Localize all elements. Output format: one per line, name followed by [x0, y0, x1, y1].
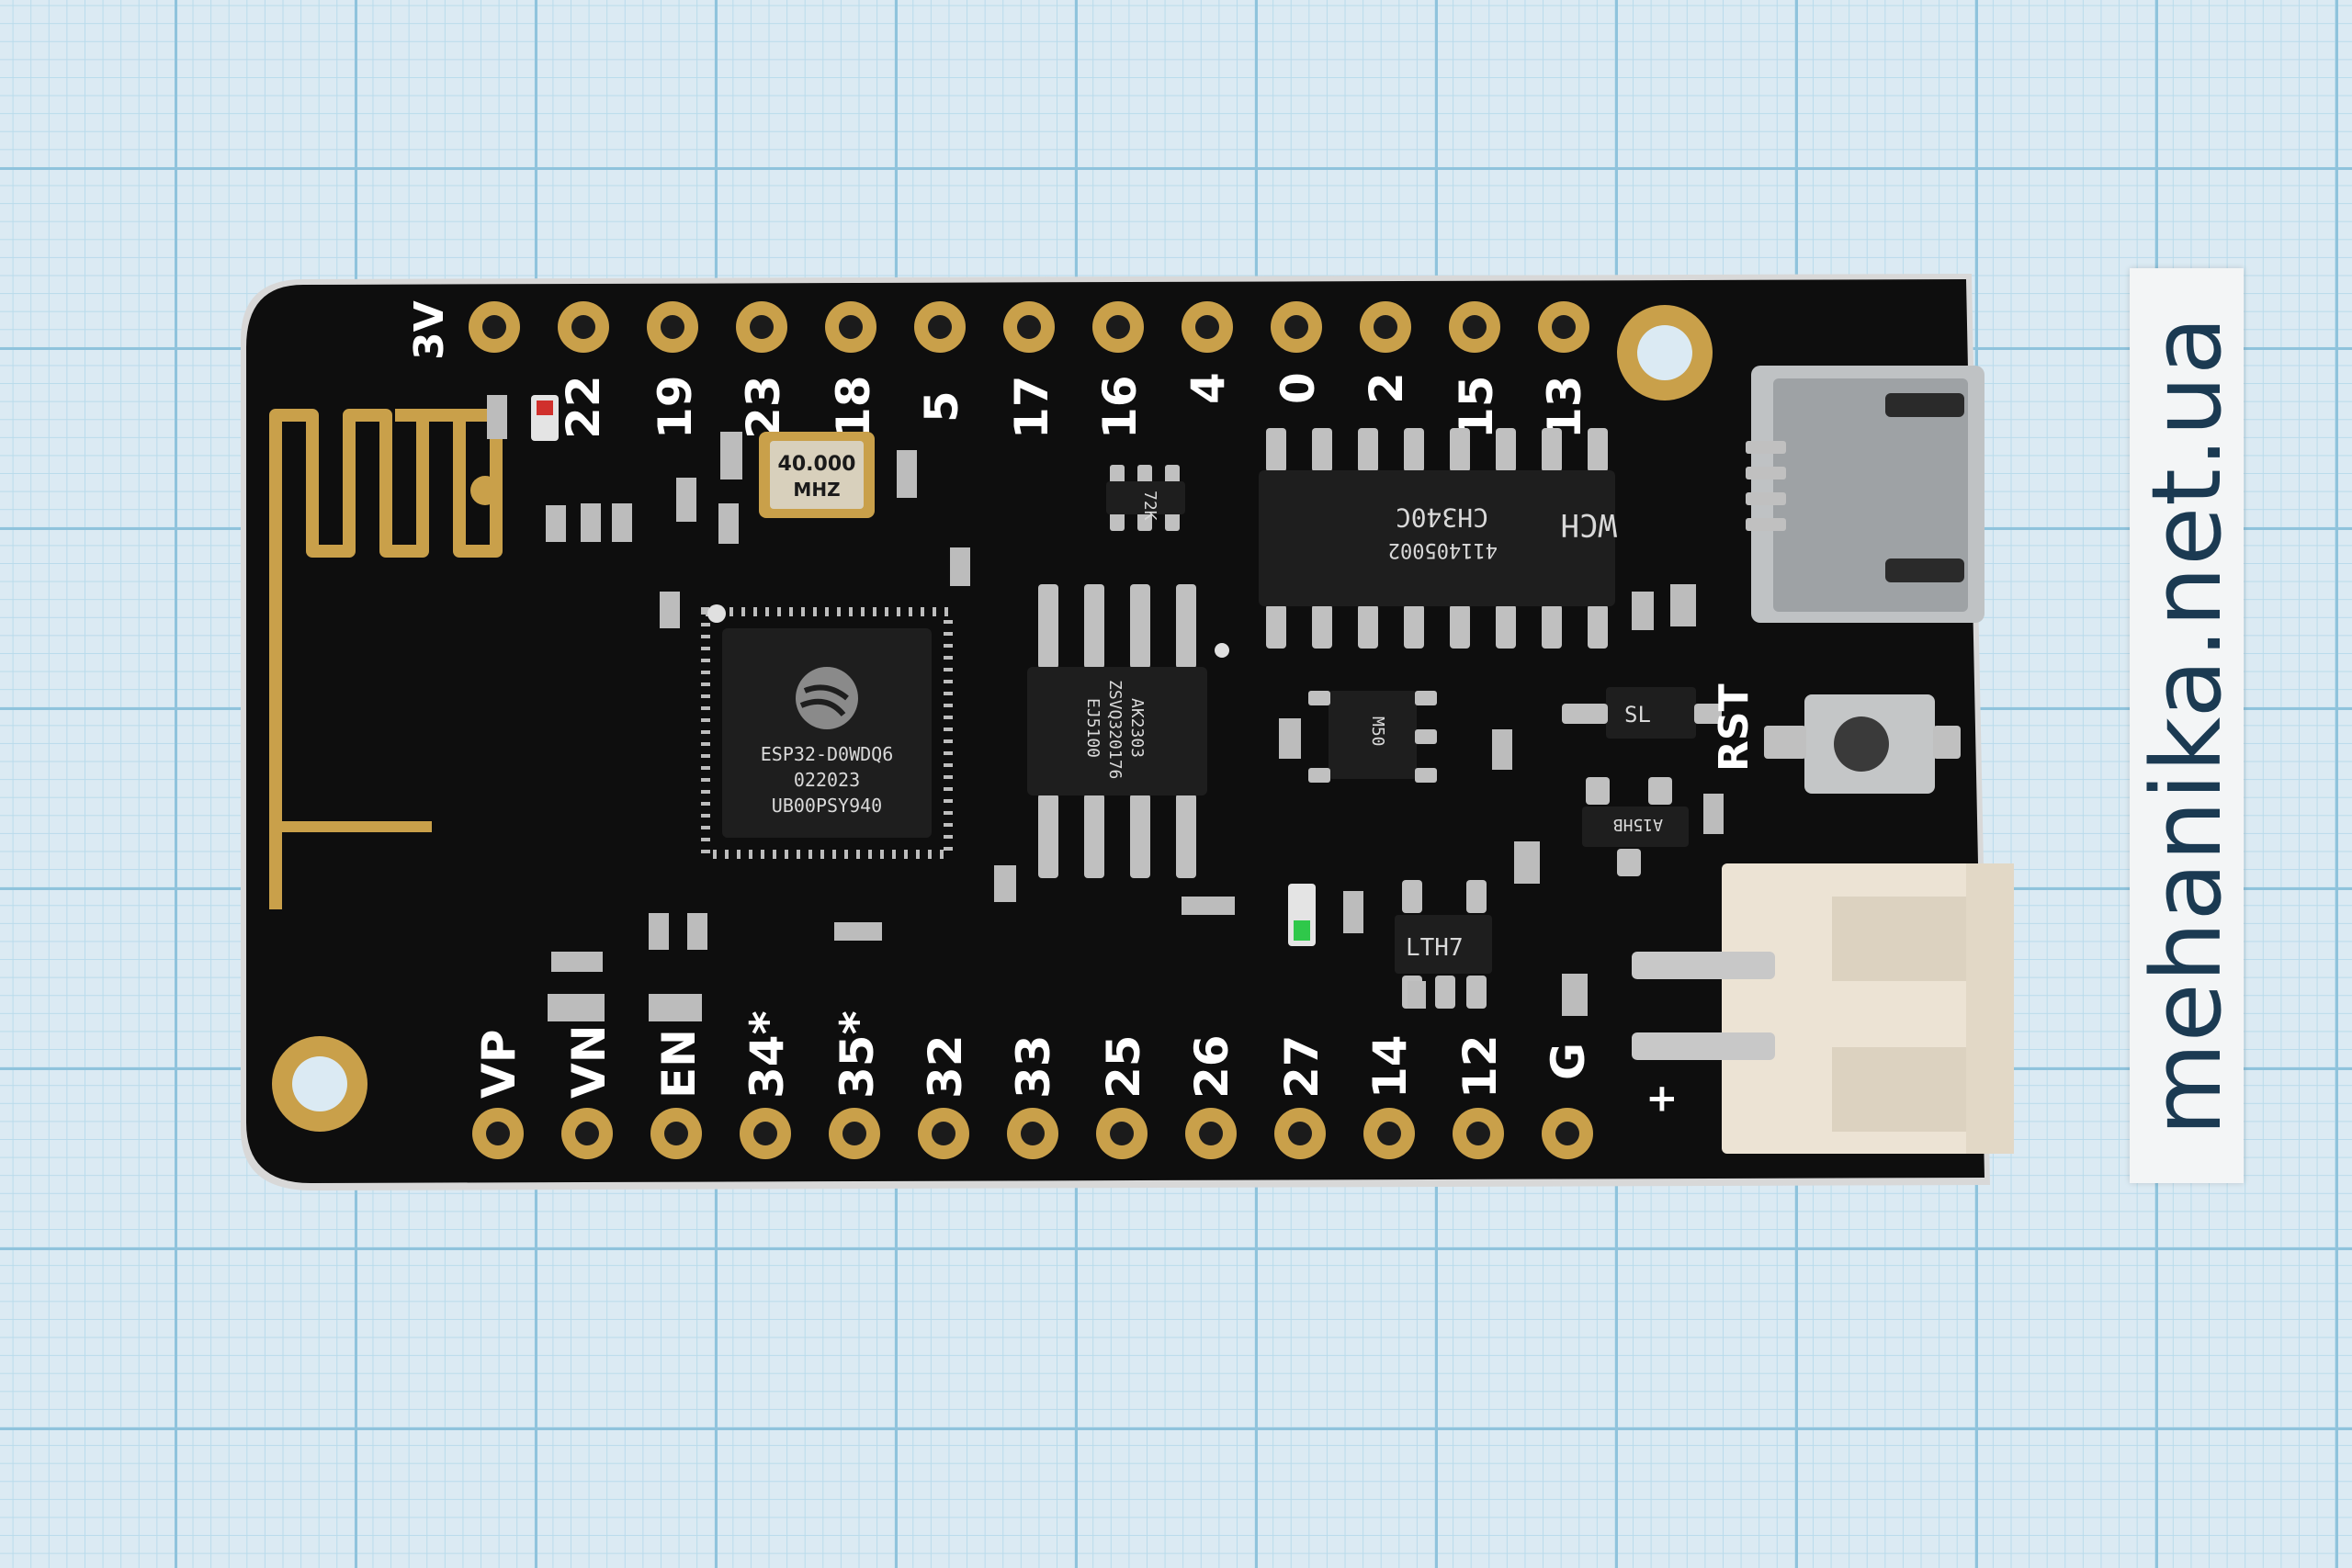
- pad-top-3[interactable]: [647, 301, 698, 353]
- pad-bottom-4[interactable]: [740, 1108, 791, 1159]
- pin-label-top-9: 4: [1182, 372, 1235, 404]
- pin1-mark: [707, 604, 726, 623]
- pin-label-bottom-12: 12: [1453, 1034, 1507, 1099]
- ic-72k-label: 72K: [1140, 491, 1159, 521]
- pin-label-bottom-8: 25: [1097, 1034, 1150, 1099]
- pad-bottom-12[interactable]: [1453, 1108, 1504, 1159]
- regulator-label: M50: [1368, 716, 1387, 747]
- sl-label: SL: [1624, 702, 1651, 728]
- led-top: [531, 395, 559, 441]
- pad-bottom-1[interactable]: [472, 1108, 524, 1159]
- micro-usb-connector[interactable]: [1746, 366, 1984, 623]
- ch340-label-1: CH340C: [1396, 502, 1488, 533]
- pad-bottom-7[interactable]: [1007, 1108, 1058, 1159]
- pin-label-bottom-10: 27: [1275, 1034, 1329, 1099]
- regulator-ic: M50: [1308, 691, 1437, 783]
- a15hb-chip: A15HB: [1582, 777, 1689, 876]
- pin-label-top-10: 0: [1272, 372, 1325, 404]
- pad-top-6[interactable]: [914, 301, 966, 353]
- antenna-trace: [269, 409, 503, 909]
- pad-bottom-9[interactable]: [1185, 1108, 1237, 1159]
- flash-label-2: ZSVQ320176: [1105, 680, 1125, 779]
- pad-bottom-8[interactable]: [1096, 1108, 1148, 1159]
- plus-label: +: [1638, 1083, 1683, 1115]
- pad-top-7[interactable]: [1003, 301, 1055, 353]
- reset-button[interactable]: [1764, 694, 1961, 794]
- pin-label-top-6: 5: [915, 390, 968, 423]
- pad-top-10[interactable]: [1271, 301, 1322, 353]
- pin-label-bottom-2: VN: [562, 1024, 616, 1099]
- pin-label-bottom-6: 32: [919, 1034, 972, 1099]
- a15hb-label: A15HB: [1613, 815, 1663, 834]
- pad-bottom-10[interactable]: [1274, 1108, 1326, 1159]
- pad-top-8[interactable]: [1092, 301, 1144, 353]
- flash-label-1: AK2303: [1127, 698, 1147, 758]
- mount-hole-bottom-left: [272, 1036, 368, 1132]
- pin-label-top-11: 2: [1360, 372, 1413, 404]
- pin-label-bottom-13: G: [1542, 1043, 1595, 1080]
- battery-connector[interactable]: [1632, 863, 2014, 1154]
- pad-bottom-5[interactable]: [829, 1108, 880, 1159]
- rst-label: RST: [1711, 683, 1758, 772]
- fiducial-mark: [470, 476, 500, 505]
- flash-chip: AK2303 ZSVQ320176 EJ5100: [1027, 584, 1207, 878]
- pad-bottom-13[interactable]: [1542, 1108, 1593, 1159]
- top-pin-header: [469, 301, 1589, 353]
- pin-label-bottom-4: 34*: [741, 1010, 794, 1099]
- sl-transistor: SL: [1562, 687, 1722, 739]
- pin-label-top-4: 23: [737, 375, 790, 439]
- pad-top-2[interactable]: [558, 301, 609, 353]
- pin-label-bottom-7: 33: [1007, 1034, 1060, 1099]
- pin1-mark-flash: [1215, 643, 1229, 658]
- watermark-label: mehanika.net.ua: [2130, 268, 2244, 1183]
- espressif-logo-icon: [796, 667, 858, 729]
- pin-label-bottom-5: 35*: [831, 1010, 884, 1099]
- crystal-oscillator: 40.000 MHZ: [759, 432, 875, 518]
- esp32-label-1: ESP32-D0WDQ6: [761, 743, 894, 765]
- watermark-text: mehanika.net.ua: [2131, 315, 2243, 1136]
- lth7-label: LTH7: [1406, 934, 1464, 962]
- pad-top-13[interactable]: [1538, 301, 1589, 353]
- bottom-pin-header: [472, 1108, 1593, 1159]
- pin-label-top-1: 3V: [406, 300, 453, 360]
- ch340-logo: WCH: [1561, 506, 1617, 543]
- flash-label-3: EJ5100: [1083, 698, 1102, 758]
- crystal-unit: MHZ: [793, 479, 840, 501]
- pad-bottom-3[interactable]: [650, 1108, 702, 1159]
- pin-label-top-3: 19: [649, 375, 702, 439]
- pin-label-bottom-3: EN: [652, 1029, 706, 1099]
- passive-components: [487, 395, 1724, 1021]
- esp32-label-2: 022023: [794, 769, 860, 791]
- pad-top-4[interactable]: [736, 301, 787, 353]
- pad-bottom-6[interactable]: [918, 1108, 969, 1159]
- pad-top-11[interactable]: [1360, 301, 1411, 353]
- pin-label-top-8: 16: [1093, 375, 1147, 439]
- pad-bottom-11[interactable]: [1363, 1108, 1415, 1159]
- pad-top-1[interactable]: [469, 301, 520, 353]
- esp32-label-3: UB00PSY940: [772, 795, 882, 817]
- led-charge: [1288, 884, 1316, 946]
- pad-bottom-2[interactable]: [561, 1108, 613, 1159]
- pin-label-top-5: 18: [827, 375, 880, 439]
- pad-top-12[interactable]: [1449, 301, 1500, 353]
- pin-label-bottom-11: 14: [1363, 1034, 1417, 1099]
- pad-top-5[interactable]: [825, 301, 876, 353]
- ch340c-chip: CH340C 411405002 WCH: [1259, 428, 1617, 649]
- pin-label-top-2: 22: [557, 375, 610, 439]
- pad-top-9[interactable]: [1182, 301, 1233, 353]
- lth7-chip: LTH7: [1395, 880, 1492, 1009]
- ch340-label-2: 411405002: [1388, 538, 1498, 561]
- small-ic-72k: 72K: [1106, 465, 1185, 531]
- mount-hole-top-right: [1617, 305, 1713, 400]
- esp32-chip: ESP32-D0WDQ6 022023 UB00PSY940: [701, 607, 953, 859]
- pin-label-bottom-9: 26: [1185, 1034, 1238, 1099]
- pin-label-bottom-1: VP: [472, 1030, 526, 1099]
- crystal-freq: 40.000: [778, 453, 856, 476]
- bottom-pin-labels: VP VN EN 34* 35* 32 33 25 26 27 14 12 G: [472, 1010, 1595, 1099]
- pin-label-top-7: 17: [1005, 375, 1058, 439]
